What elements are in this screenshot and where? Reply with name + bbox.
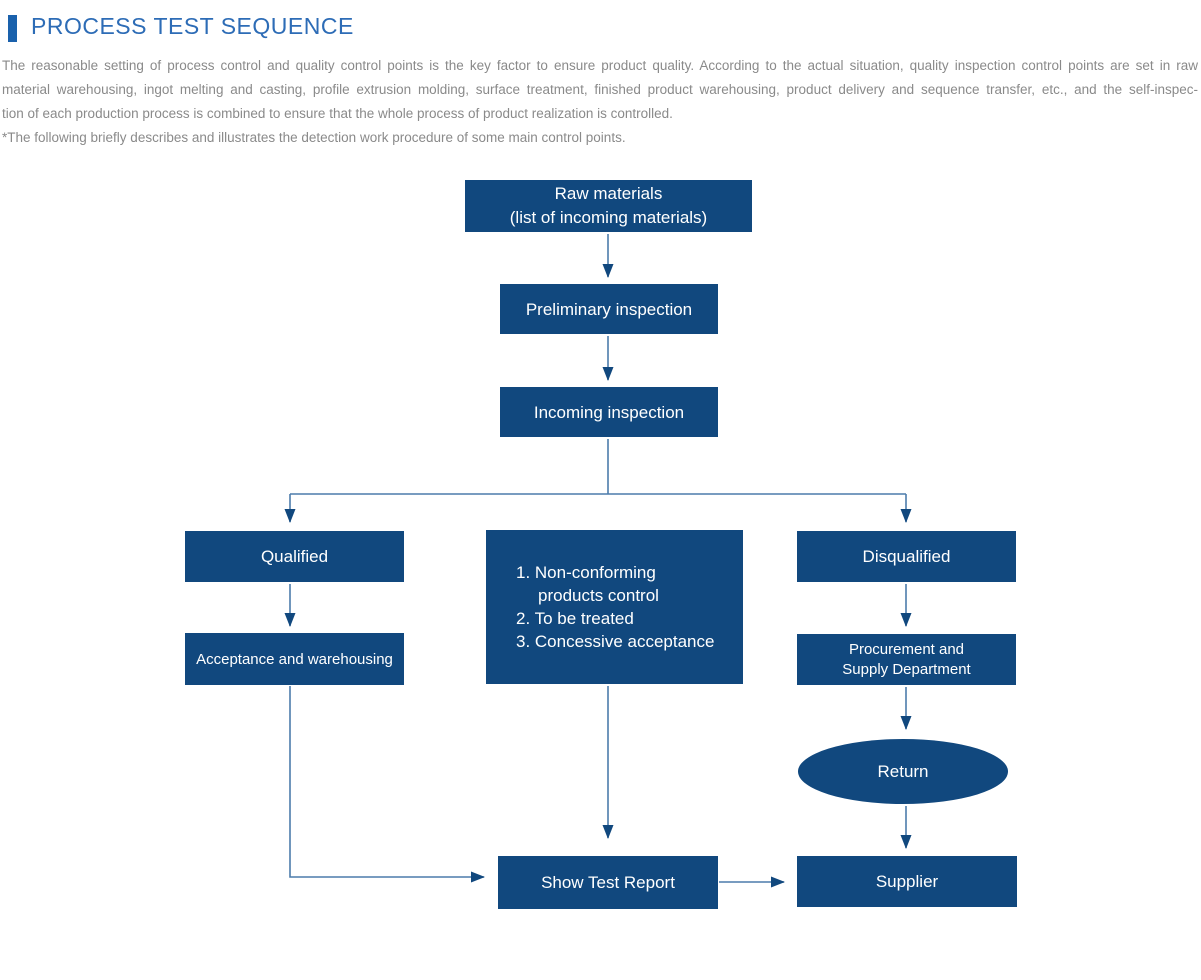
node-disqualified: Disqualified <box>797 531 1016 582</box>
node-label: Show Test Report <box>541 873 675 892</box>
arrow-acceptance-to-show-report <box>289 686 485 883</box>
node-show-test-report: Show Test Report <box>498 856 718 909</box>
node-list-line: 2. To be treated <box>516 609 634 628</box>
node-list-line: 1. Non-conforming <box>516 563 656 582</box>
intro-text: The reasonable setting of process contro… <box>2 54 1198 150</box>
node-qualified: Qualified <box>185 531 404 582</box>
node-list-line: 3. Concessive acceptance <box>516 632 715 651</box>
node-label: Disqualified <box>862 547 951 566</box>
node-label: Acceptance and warehousing <box>196 650 393 668</box>
node-label: Raw materials <box>554 184 663 203</box>
page-title: PROCESS TEST SEQUENCE <box>31 13 354 39</box>
node-return-ellipse: Return <box>798 739 1008 804</box>
page-header: PROCESS TEST SEQUENCE <box>0 0 1201 48</box>
node-procurement-supply-department: Procurement and Supply Department <box>797 634 1016 685</box>
intro-line: The reasonable setting of process contro… <box>2 58 1198 73</box>
node-acceptance-and-warehousing: Acceptance and warehousing <box>185 633 404 685</box>
node-label: Procurement and <box>848 640 965 658</box>
node-nonconforming-products-control: 1. Non-conforming products control 2. To… <box>486 530 743 684</box>
node-label: Supplier <box>875 872 939 891</box>
node-label: Return <box>877 762 929 781</box>
title-accent-bar <box>8 15 17 42</box>
intro-note: *The following briefly describes and ill… <box>2 130 626 145</box>
intro-line: material warehousing, ingot melting and … <box>2 82 1198 97</box>
node-label: Preliminary inspection <box>525 299 693 319</box>
node-raw-materials: Raw materials (list of incoming material… <box>465 180 752 232</box>
node-label: Incoming inspection <box>533 402 685 422</box>
node-list-line: products control <box>538 586 659 605</box>
node-label: (list of incoming materials) <box>509 208 708 227</box>
node-supplier: Supplier <box>797 856 1017 907</box>
node-preliminary-inspection: Preliminary inspection <box>500 284 718 334</box>
node-label: Qualified <box>260 547 329 566</box>
node-label: Supply Department <box>842 660 971 678</box>
intro-line: tion of each production process is combi… <box>2 106 673 121</box>
node-incoming-inspection: Incoming inspection <box>500 387 718 437</box>
